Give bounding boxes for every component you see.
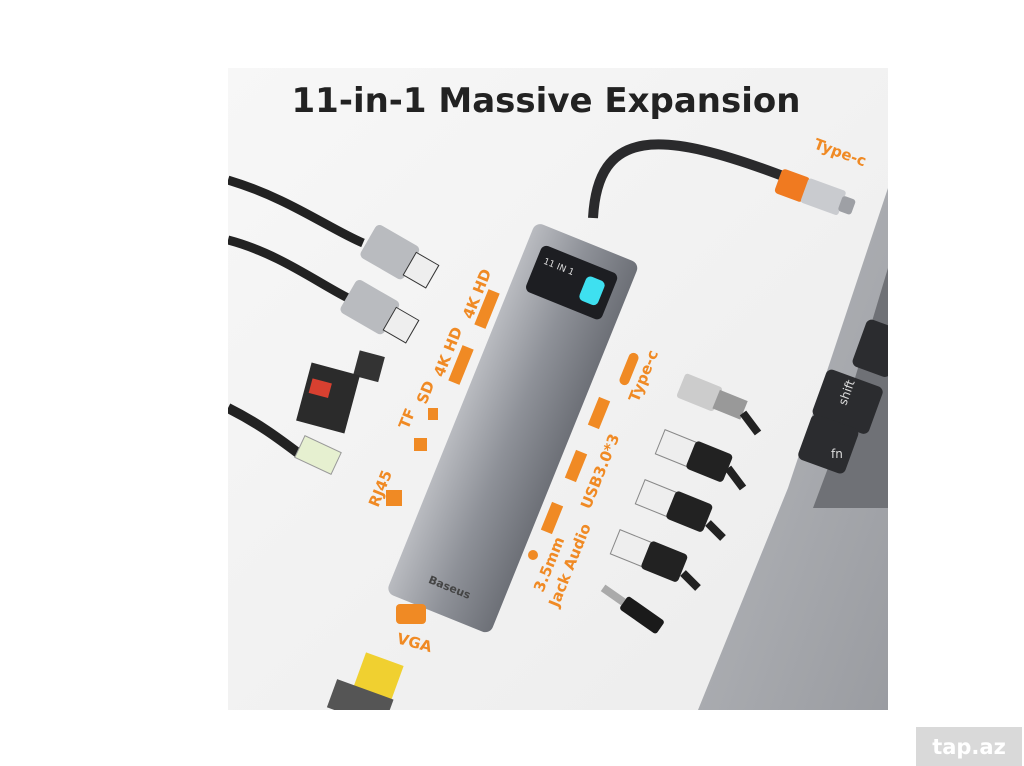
type-c-plug <box>774 169 856 215</box>
product-image: 11-in-1 Massive Expansion shift fn Type-… <box>228 68 888 710</box>
right-plugs <box>600 373 762 634</box>
vga-port-icon <box>396 604 426 624</box>
microsd-card <box>353 350 385 383</box>
vga-plug <box>326 652 404 710</box>
hdmi-cables <box>228 175 365 303</box>
hdmi-plug-2 <box>340 280 420 344</box>
hub-cable <box>588 139 790 219</box>
hub-indicator <box>579 276 605 306</box>
rj45-plug <box>294 435 342 475</box>
product-title: 11-in-1 Massive Expansion <box>292 81 801 121</box>
key-fn: fn <box>831 447 843 461</box>
ethernet-cable <box>228 403 301 458</box>
usb-hub: 11 IN 1 Baseus <box>388 224 638 633</box>
laptop: shift fn <box>698 188 888 710</box>
watermark: tap.az <box>916 727 1022 766</box>
hdmi-plug-1 <box>360 225 440 289</box>
